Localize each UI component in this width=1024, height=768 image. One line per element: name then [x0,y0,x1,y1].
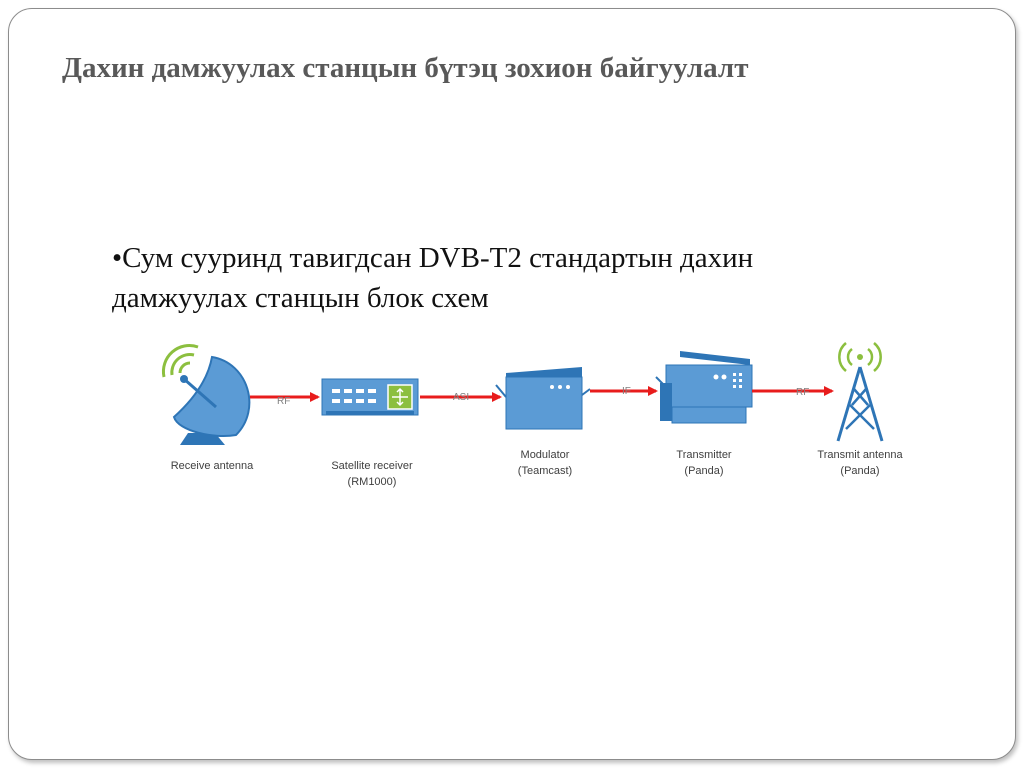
bullet-line-1-text: Сум сууринд тавигдсан DVB-T2 стандартын … [122,242,754,274]
link-label-rf-2: RF [796,387,809,398]
node-label-transmit-antenna-2: (Panda) [840,465,879,477]
satellite-receiver-icon [321,378,419,416]
node-label-satellite-receiver-2: (RM1000) [348,476,397,488]
bullet-text: •Сум сууринд тавигдсан DVB-T2 стандартын… [112,238,932,318]
transmit-tower-icon [836,342,884,442]
node-label-modulator-1: Modulator [521,449,570,461]
node-label-satellite-receiver-1: Satellite receiver [331,460,413,472]
transmitter-icon [655,351,753,424]
bullet-marker: • [112,242,123,274]
link-label-if: IF [622,386,631,397]
link-label-asi: ASI [453,392,469,403]
slide-title: Дахин дамжуулах станцын бүтэц зохион бай… [62,52,749,84]
node-label-receive-antenna: Receive antenna [171,460,254,472]
node-label-transmitter-2: (Panda) [684,465,723,477]
bullet-line-1: •Сум сууринд тавигдсан DVB-T2 стандартын… [112,238,932,278]
link-label-rf-1: RF [277,396,290,407]
satellite-dish-icon [161,344,251,445]
node-label-modulator-2: (Teamcast) [518,465,572,477]
bullet-line-2: дамжуулах станцын блок схем [112,282,489,314]
block-diagram: Receive antenna RF Satellite receiver (R… [161,342,903,488]
modulator-icon [495,367,591,430]
node-label-transmit-antenna-1: Transmit antenna [817,449,903,461]
node-label-transmitter-1: Transmitter [676,449,732,461]
